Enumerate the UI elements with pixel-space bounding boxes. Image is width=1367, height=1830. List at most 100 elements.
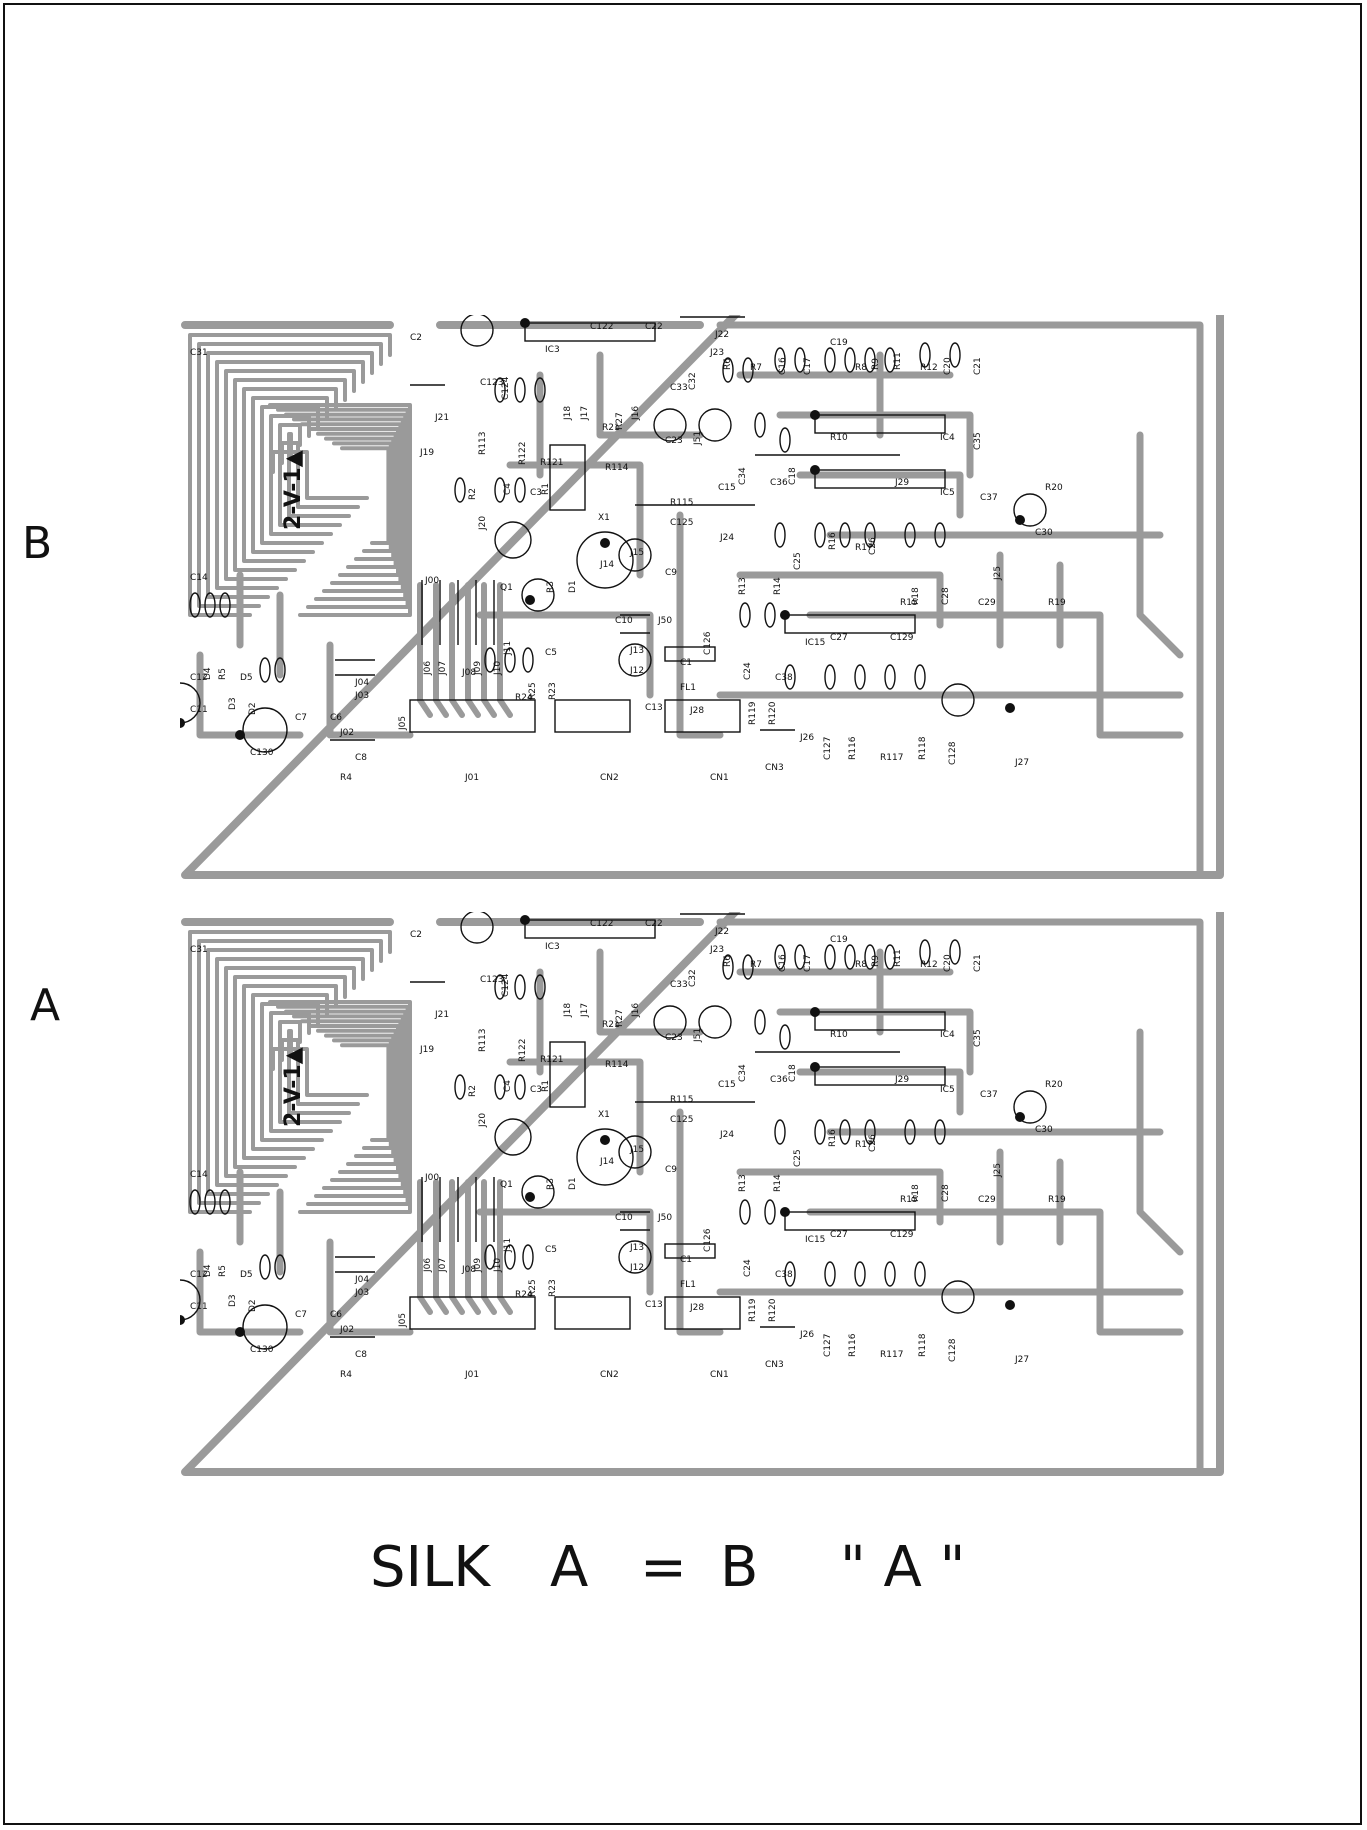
board-label-a: A (30, 980, 61, 1031)
component-label: C11 (190, 705, 208, 715)
component-label: C27 (830, 1230, 848, 1240)
component-label: J09 (473, 1258, 483, 1273)
component-label: R5 (218, 668, 228, 680)
component-label: J25 (993, 566, 1003, 581)
component-label: J50 (657, 1213, 672, 1223)
component-label: R3 (546, 581, 556, 593)
component-label: R19 (1048, 1195, 1066, 1205)
component-label: R6 (723, 358, 733, 370)
component-label: R1 (541, 483, 551, 495)
component-label: D3 (228, 697, 238, 710)
component-label: J51 (693, 1028, 703, 1043)
component-label: J26 (799, 1330, 814, 1340)
component-label: R15 (900, 598, 918, 608)
component-label: C30 (1035, 528, 1053, 538)
component-label: J23 (709, 945, 724, 955)
component-label: IC3 (545, 345, 560, 355)
component-label: C8 (355, 753, 367, 763)
component-label: C5 (545, 1245, 557, 1255)
component-label: C123 (480, 378, 503, 388)
component-label: R25 (528, 1279, 538, 1297)
component-label: J21 (434, 413, 449, 423)
component-label: D1 (568, 580, 578, 593)
component-label: C129 (890, 633, 914, 643)
component-label: J28 (689, 1303, 704, 1313)
component-label: C129 (890, 1230, 914, 1240)
component-label: R8 (855, 960, 867, 970)
component-label: R113 (478, 1029, 488, 1052)
component-label: C126 (703, 631, 713, 655)
component-label: C26 (868, 537, 878, 555)
component-label: C125 (670, 518, 693, 528)
component-label: X1 (598, 513, 610, 523)
component-label: J15 (629, 1145, 644, 1155)
component-label: J17 (580, 1003, 590, 1018)
component-label: C9 (665, 1165, 677, 1175)
component-label: C14 (190, 1170, 208, 1180)
component-label: C17 (803, 954, 813, 972)
component-label: R16 (828, 532, 838, 550)
component-label: R17 (855, 1140, 873, 1150)
component-label: CN3 (765, 763, 784, 773)
component-label: IC4 (940, 433, 955, 443)
component-label: J20 (478, 516, 488, 531)
component-label: C6 (330, 1310, 342, 1320)
component-label: J18 (563, 406, 573, 421)
component-label: CN2 (600, 773, 619, 783)
component-label: C4 (503, 483, 513, 495)
component-label: J27 (1014, 758, 1029, 768)
component-label: IC5 (940, 1085, 955, 1095)
component-label: C3 (530, 1085, 542, 1095)
component-label: C15 (718, 1080, 736, 1090)
board-marking: 2-V-1▲ (281, 1047, 306, 1127)
component-label: R8 (855, 363, 867, 373)
component-label: J22 (714, 927, 729, 937)
component-label: R114 (605, 463, 629, 473)
component-label: R116 (848, 736, 858, 760)
component-label: R17 (855, 543, 873, 553)
component-label: R119 (748, 1298, 758, 1322)
component-label: J19 (419, 448, 434, 458)
component-label: J03 (354, 691, 369, 701)
component-label: C14 (190, 573, 208, 583)
caption-silk: SILK (370, 1535, 490, 1600)
component-label: R12 (920, 363, 938, 373)
component-label: C26 (868, 1134, 878, 1152)
component-label: R24 (515, 693, 533, 703)
component-label: R115 (670, 1095, 693, 1105)
component-label: C13 (645, 1300, 663, 1310)
component-label: J07 (438, 661, 448, 676)
component-label: J15 (629, 548, 644, 558)
component-label: R121 (540, 458, 563, 468)
component-label: J00 (424, 576, 439, 586)
component-label: R4 (340, 773, 352, 783)
component-label: C25 (793, 552, 803, 570)
component-label: IC3 (545, 942, 560, 952)
component-label: C20 (943, 357, 953, 375)
component-label: J07 (438, 1258, 448, 1273)
component-label: C127 (823, 1334, 833, 1357)
component-label: J24 (719, 1130, 734, 1140)
component-label: C16 (778, 954, 788, 972)
component-label: R12 (920, 960, 938, 970)
component-label: J06 (423, 661, 433, 676)
component-label: R24 (515, 1290, 533, 1300)
component-label: C125 (670, 1115, 693, 1125)
component-label: C29 (978, 598, 996, 608)
component-label: J14 (599, 1157, 614, 1167)
component-label: R18 (911, 587, 921, 605)
component-label: C21 (973, 357, 983, 375)
component-label: C18 (788, 467, 798, 485)
component-label: R122 (518, 1039, 528, 1062)
component-label: R2 (468, 488, 478, 500)
component-label: C38 (775, 1270, 793, 1280)
component-label: R115 (670, 498, 693, 508)
component-label: C2 (410, 930, 422, 940)
component-label: R15 (900, 1195, 918, 1205)
component-label: J05 (398, 1313, 408, 1328)
component-label: R14 (773, 1174, 783, 1192)
component-label: C36 (770, 1075, 788, 1085)
component-label: C19 (830, 935, 848, 945)
component-label: R5 (218, 1265, 228, 1277)
